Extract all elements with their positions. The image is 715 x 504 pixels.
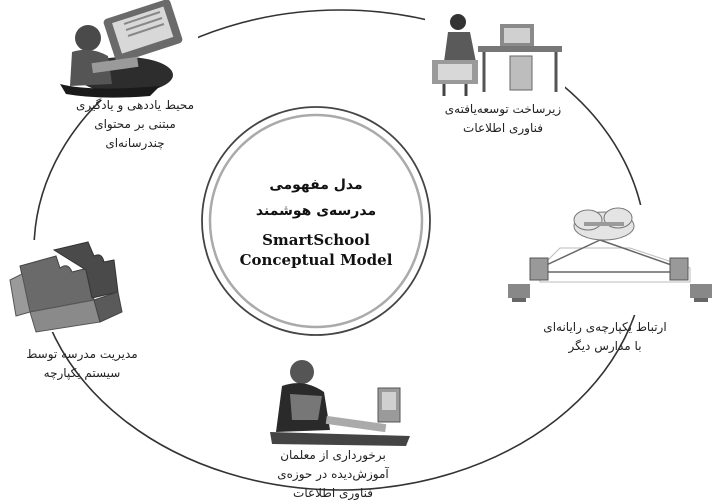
center-inner-circle: [208, 113, 424, 329]
caption-line: فناوری اطلاعات: [293, 486, 373, 500]
center-title-en-line1: SmartSchool: [262, 231, 370, 249]
caption-line: محیط یاددهی و یادگیری: [75, 98, 195, 112]
network-cloud-icon: [500, 205, 715, 315]
caption-line: مبتنی بر محتوای: [94, 117, 176, 131]
caption-line: آموزش‌دیده در حوزه‌ی: [277, 467, 389, 481]
caption-line: فناوری اطلاعات: [463, 121, 543, 135]
teacher-at-computer-icon: [255, 355, 415, 450]
caption-learning-environment: محیط یاددهی و یادگیری مبتنی بر محتوای چن…: [50, 96, 220, 153]
caption-line: زیرساخت توسعه‌یافته‌ی: [444, 102, 562, 116]
caption-line: مدیریت مدرسه توسط: [26, 347, 138, 361]
center-title-fa-line1: مدل مفهومی: [269, 177, 363, 193]
caption-line: چندرسانه‌ای: [105, 136, 165, 150]
caption-line: با مدارس دیگر: [568, 339, 642, 353]
caption-it-infrastructure: زیرساخت توسعه‌یافته‌ی فناوری اطلاعات: [418, 100, 588, 138]
puzzle-pieces-icon: [5, 240, 125, 333]
office-desk-computer-icon: [425, 8, 565, 100]
caption-trained-teachers: برخورداری از معلمان آموزش‌دیده در حوزه‌ی…: [248, 446, 418, 503]
center-title-en-line2: Conceptual Model: [239, 251, 393, 269]
person-at-computer-icon: [58, 0, 198, 100]
center-title-fa-line2: مدرسه‌ی هوشمند: [255, 203, 377, 219]
center-title-english: SmartSchool Conceptual Model: [210, 230, 422, 270]
caption-line: ارتباط یکپارچه‌ی رایانه‌ای: [543, 320, 667, 334]
caption-network-integration: ارتباط یکپارچه‌ی رایانه‌ای با مدارس دیگر: [510, 318, 700, 356]
caption-integrated-management: مدیریت مدرسه توسط سیستم یکپارچه: [2, 345, 162, 383]
caption-line: برخورداری از معلمان: [280, 448, 386, 462]
center-title-persian: مدل مفهومی مدرسه‌ی هوشمند: [210, 172, 422, 224]
caption-line: سیستم یکپارچه: [43, 366, 121, 380]
